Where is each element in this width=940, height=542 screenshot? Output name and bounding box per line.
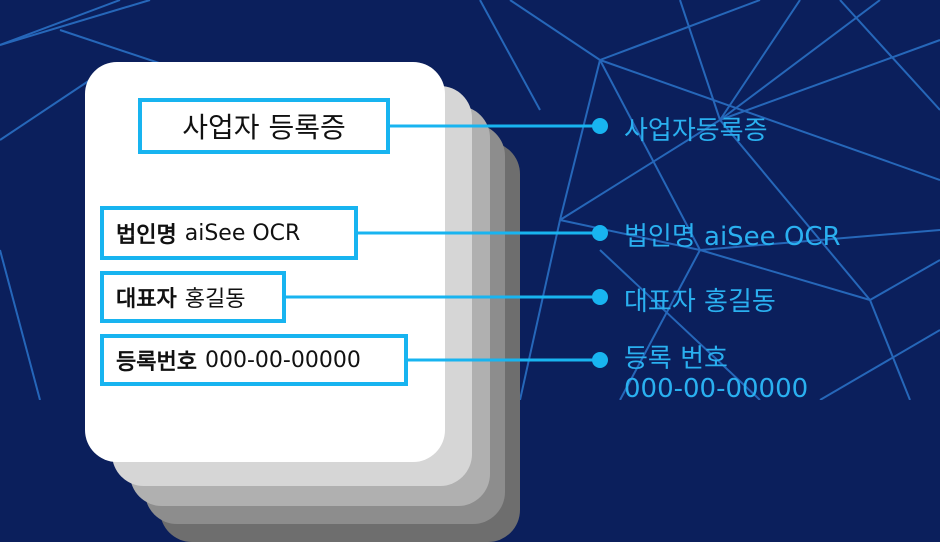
field-representative: 대표자 홍길동 xyxy=(100,271,286,323)
field-representative-value: 홍길동 xyxy=(184,287,246,312)
connector-lines xyxy=(286,118,608,368)
output-company: 법인명 aiSee OCR xyxy=(624,222,841,252)
title-text: 사업자 등록증 xyxy=(182,111,346,144)
field-company: 법인명 aiSee OCR xyxy=(100,206,358,260)
output-reg-number: 000-00-00000 xyxy=(624,374,809,404)
field-representative-label: 대표자 xyxy=(116,287,177,312)
connector-dot-3 xyxy=(592,289,608,305)
network-background xyxy=(0,0,940,400)
output-title: 사업자등록증 xyxy=(624,116,768,146)
title-box: 사업자 등록증 xyxy=(138,98,390,154)
field-company-label: 법인명 xyxy=(116,223,177,248)
connector-dot-1 xyxy=(592,118,608,134)
field-company-value: aiSee OCR xyxy=(184,220,301,246)
field-reg-number-value: 000-00-00000 xyxy=(204,347,361,373)
connector-dot-2 xyxy=(592,225,608,241)
output-reg-label: 등록 번호 xyxy=(624,344,728,374)
field-reg-number: 등록번호 000-00-00000 xyxy=(100,334,408,386)
field-reg-number-label: 등록번호 xyxy=(116,350,197,375)
connector-dot-4 xyxy=(592,352,608,368)
output-representative: 대표자 홍길동 xyxy=(624,287,776,317)
